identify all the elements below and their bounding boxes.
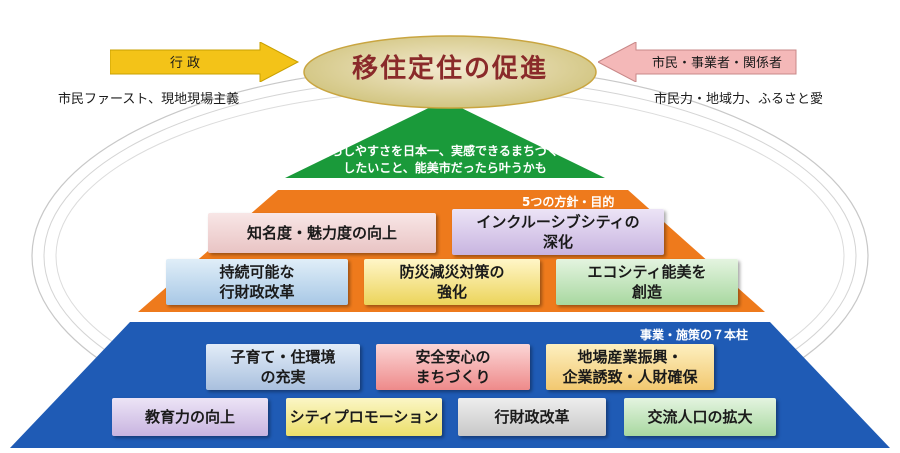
left-arrow-label: 行 政 [169, 56, 201, 71]
pillar-box: 安全安心の まちづくり [376, 344, 530, 390]
policy-box: 知名度・魅力度の向上 [208, 213, 436, 253]
policy-box: 持続可能な 行財政改革 [166, 259, 348, 305]
right-arrow [598, 42, 797, 82]
pillar-box: 地場産業振興・ 企業誘致・人財確保 [546, 344, 714, 390]
vision-line-1: 暮らしやすさを日本一、実感できるまちづくり [319, 144, 571, 158]
policy-box: 防災減災対策の 強化 [364, 259, 540, 305]
policies-label: 5つの方針・目的 [522, 195, 615, 209]
left-caption: 市民ファースト、現地現場主義 [58, 92, 240, 107]
vision-text: 暮らしやすさを日本一、実感できるまちづくり したいこと、能美市だったら叶うかも [300, 143, 590, 178]
pillar-box: 交流人口の拡大 [624, 398, 776, 436]
vision-line-2: したいこと、能美市だったら叶うかも [343, 161, 547, 176]
pillars-label: 事業・施策の７本柱 [640, 328, 749, 342]
pillar-box: 子育て・住環境 の充実 [206, 344, 360, 390]
right-caption: 市民力・地域力、ふるさと愛 [654, 92, 824, 107]
vision-triangle [285, 100, 605, 178]
page-title: 移住定住の促進 [351, 54, 548, 84]
title-ellipse [303, 35, 597, 109]
right-arrow-label: 市民・事業者・関係者 [651, 56, 782, 71]
pillar-box: 行財政改革 [458, 398, 606, 436]
pillar-box: シティプロモーション [286, 398, 442, 436]
policy-box: インクルーシブシティの 深化 [452, 209, 664, 255]
policy-box: エコシティ能美を 創造 [556, 259, 738, 305]
left-arrow [110, 42, 300, 82]
pillar-box: 教育力の向上 [112, 398, 268, 436]
